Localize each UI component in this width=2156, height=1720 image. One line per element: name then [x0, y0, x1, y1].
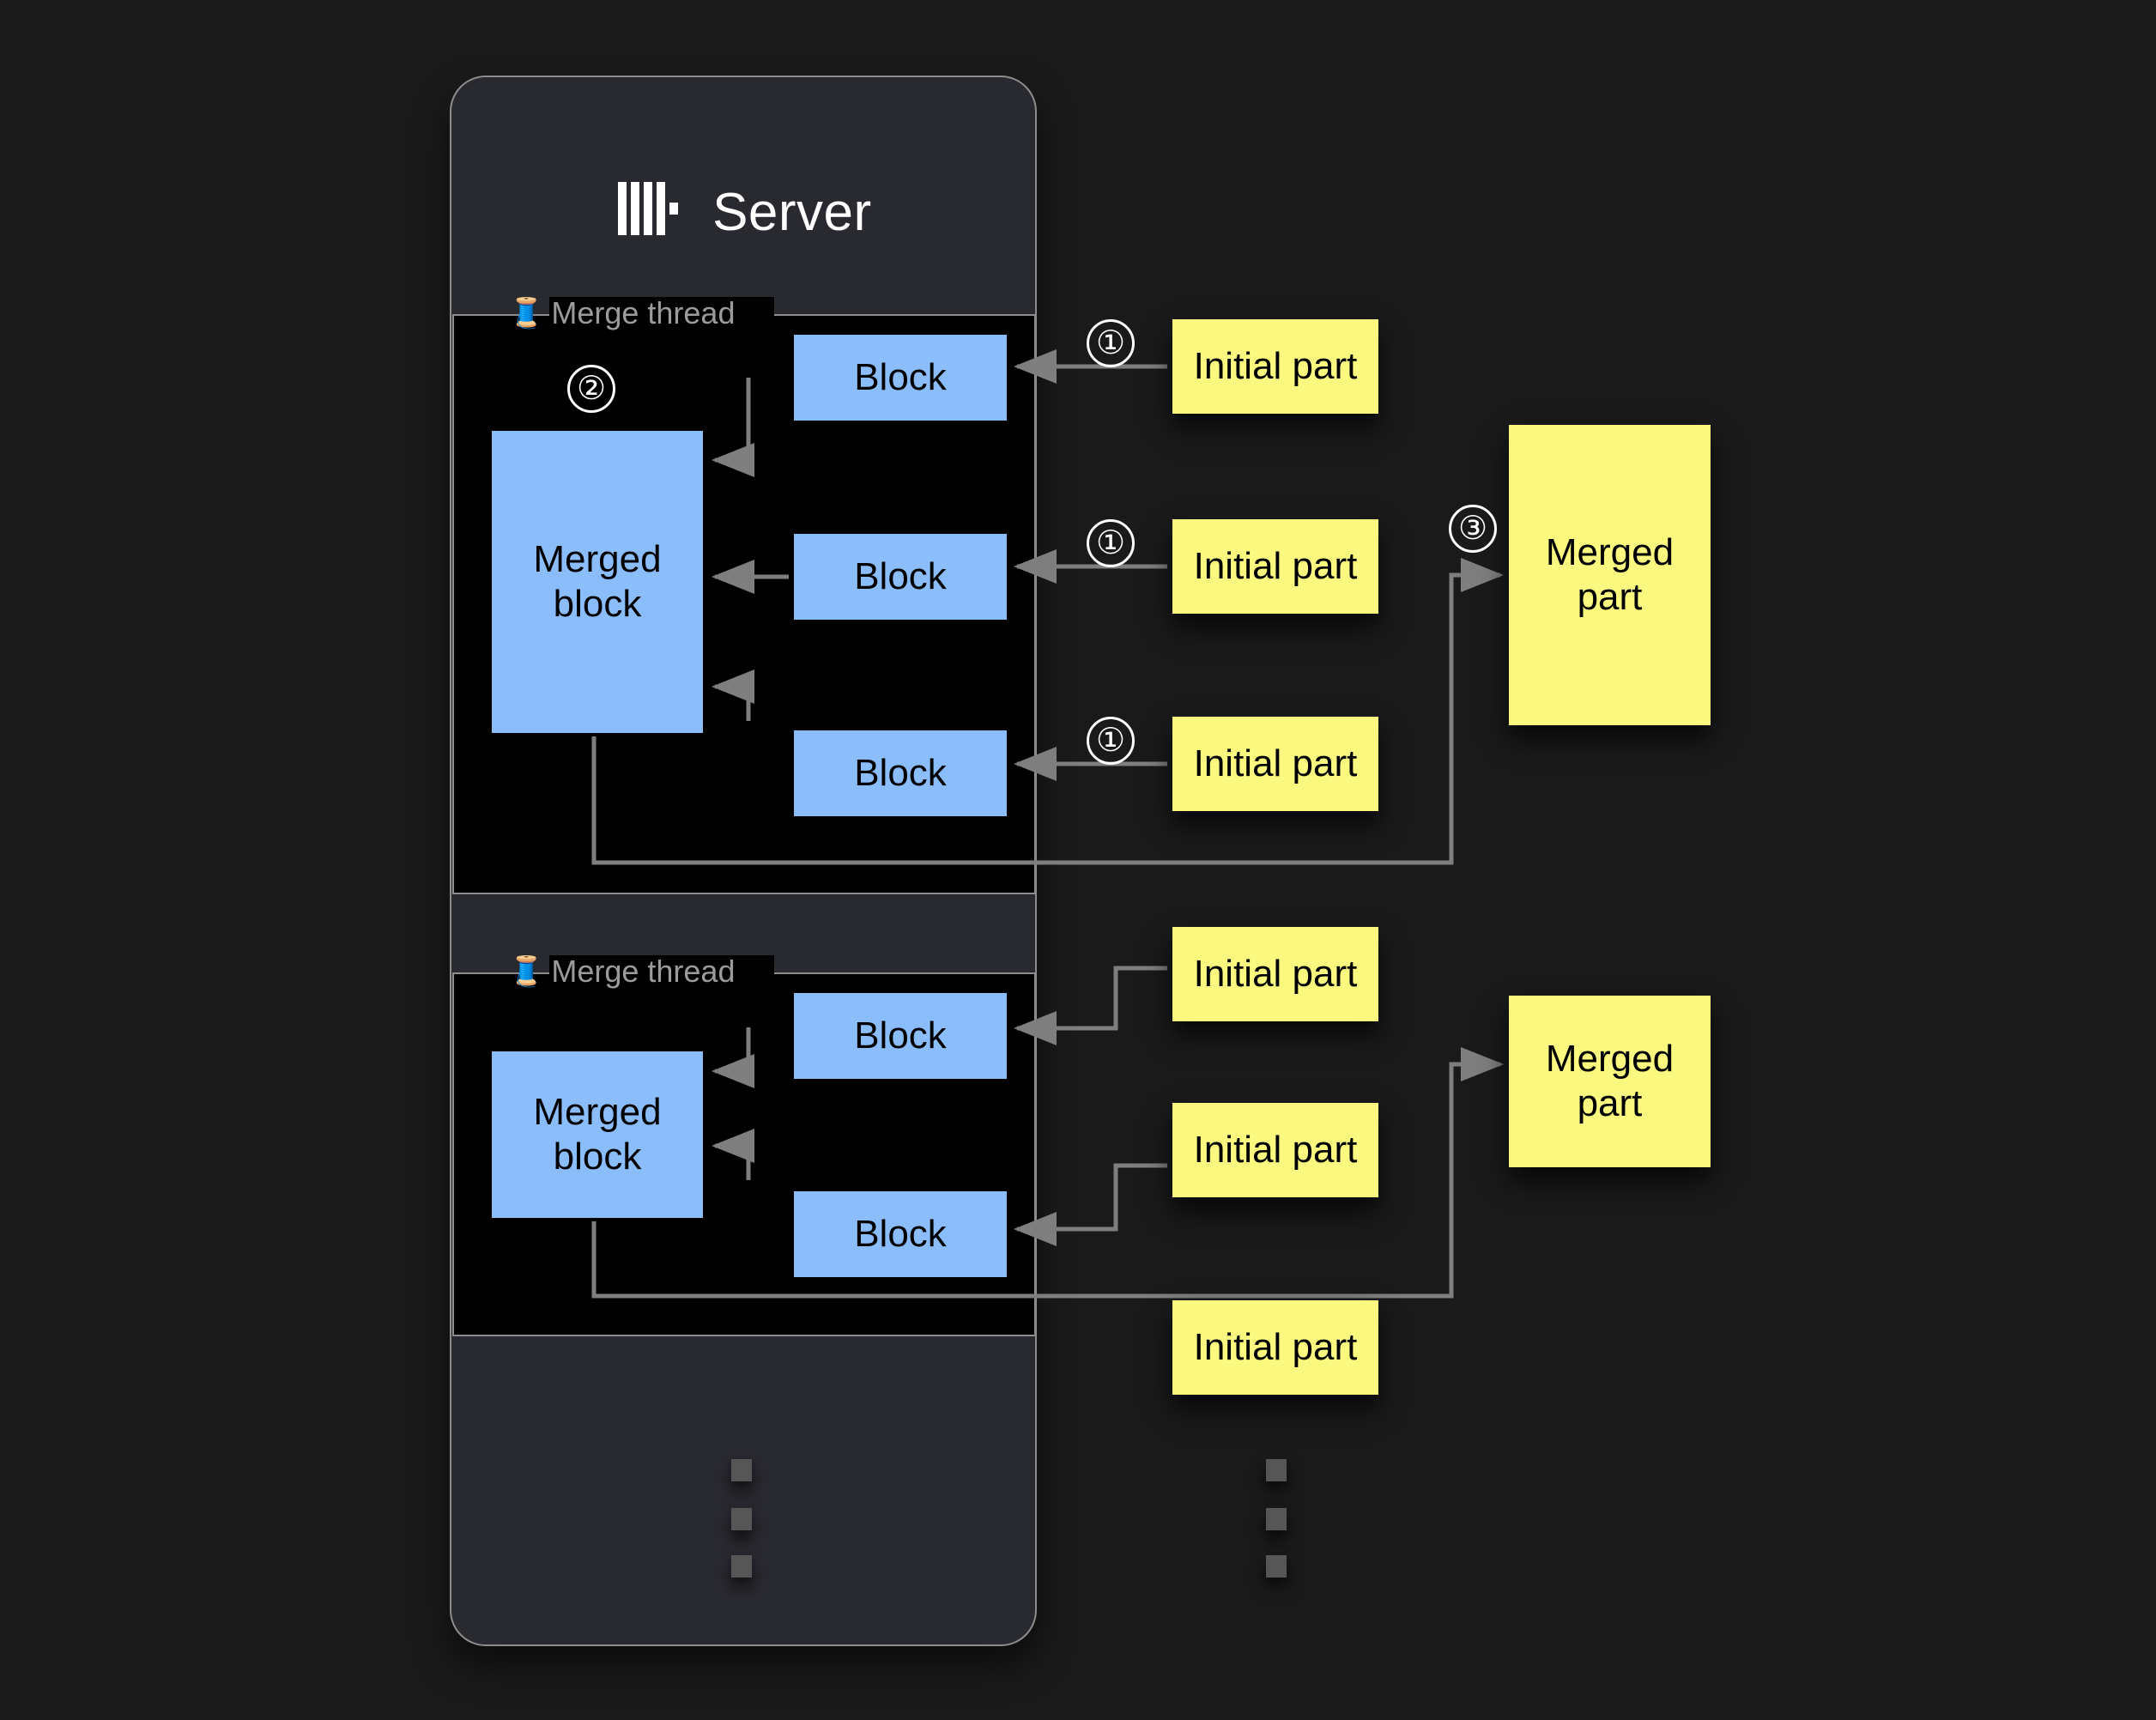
wire-initialpart5-to-block5 — [1013, 1163, 1167, 1246]
initial-part-box: Initial part — [1172, 519, 1378, 614]
step-marker-2: ② — [567, 365, 615, 413]
ellipsis-dot — [731, 1508, 752, 1530]
wire-initialpart4-to-block4 — [1013, 966, 1167, 1045]
ellipsis-dot — [1266, 1555, 1287, 1578]
merge-thread-label-mask-1 — [549, 297, 774, 316]
merged-block-box: Merged block — [492, 1051, 703, 1218]
merged-part-box: Merged part — [1509, 425, 1711, 725]
block-box: Block — [794, 1191, 1007, 1277]
thread-spool-icon: 🧵 — [508, 297, 545, 330]
merged-block-box: Merged block — [492, 431, 703, 733]
block-box: Block — [794, 730, 1007, 816]
merge-thread-label-1: 🧵 Merge thread — [508, 296, 735, 330]
merge-thread-label-text: Merge thread — [551, 295, 736, 330]
server-title: Server — [451, 182, 1039, 245]
block-box: Block — [794, 335, 1007, 421]
thread-spool-icon: 🧵 — [508, 955, 545, 988]
step-marker-1a: ① — [1087, 319, 1135, 367]
initial-part-box: Initial part — [1172, 1300, 1378, 1395]
ellipsis-dot — [1266, 1459, 1287, 1481]
initial-part-box: Initial part — [1172, 1103, 1378, 1197]
server-title-text: Server — [712, 183, 872, 242]
block-box: Block — [794, 534, 1007, 620]
ellipsis-dot — [1266, 1508, 1287, 1530]
block-box: Block — [794, 993, 1007, 1079]
clickhouse-logo-icon — [618, 182, 680, 245]
merge-thread-label-mask-2 — [549, 955, 774, 974]
initial-part-box: Initial part — [1172, 717, 1378, 811]
step-marker-1b: ① — [1087, 519, 1135, 567]
initial-part-box: Initial part — [1172, 927, 1378, 1021]
merge-thread-label-2: 🧵 Merge thread — [508, 954, 735, 989]
merge-thread-label-text: Merge thread — [551, 954, 736, 989]
step-marker-1c: ① — [1087, 717, 1135, 765]
ellipsis-dot — [731, 1459, 752, 1481]
initial-part-box: Initial part — [1172, 319, 1378, 414]
ellipsis-dot — [731, 1555, 752, 1578]
step-marker-3: ③ — [1449, 505, 1497, 553]
merged-part-box: Merged part — [1509, 996, 1711, 1167]
